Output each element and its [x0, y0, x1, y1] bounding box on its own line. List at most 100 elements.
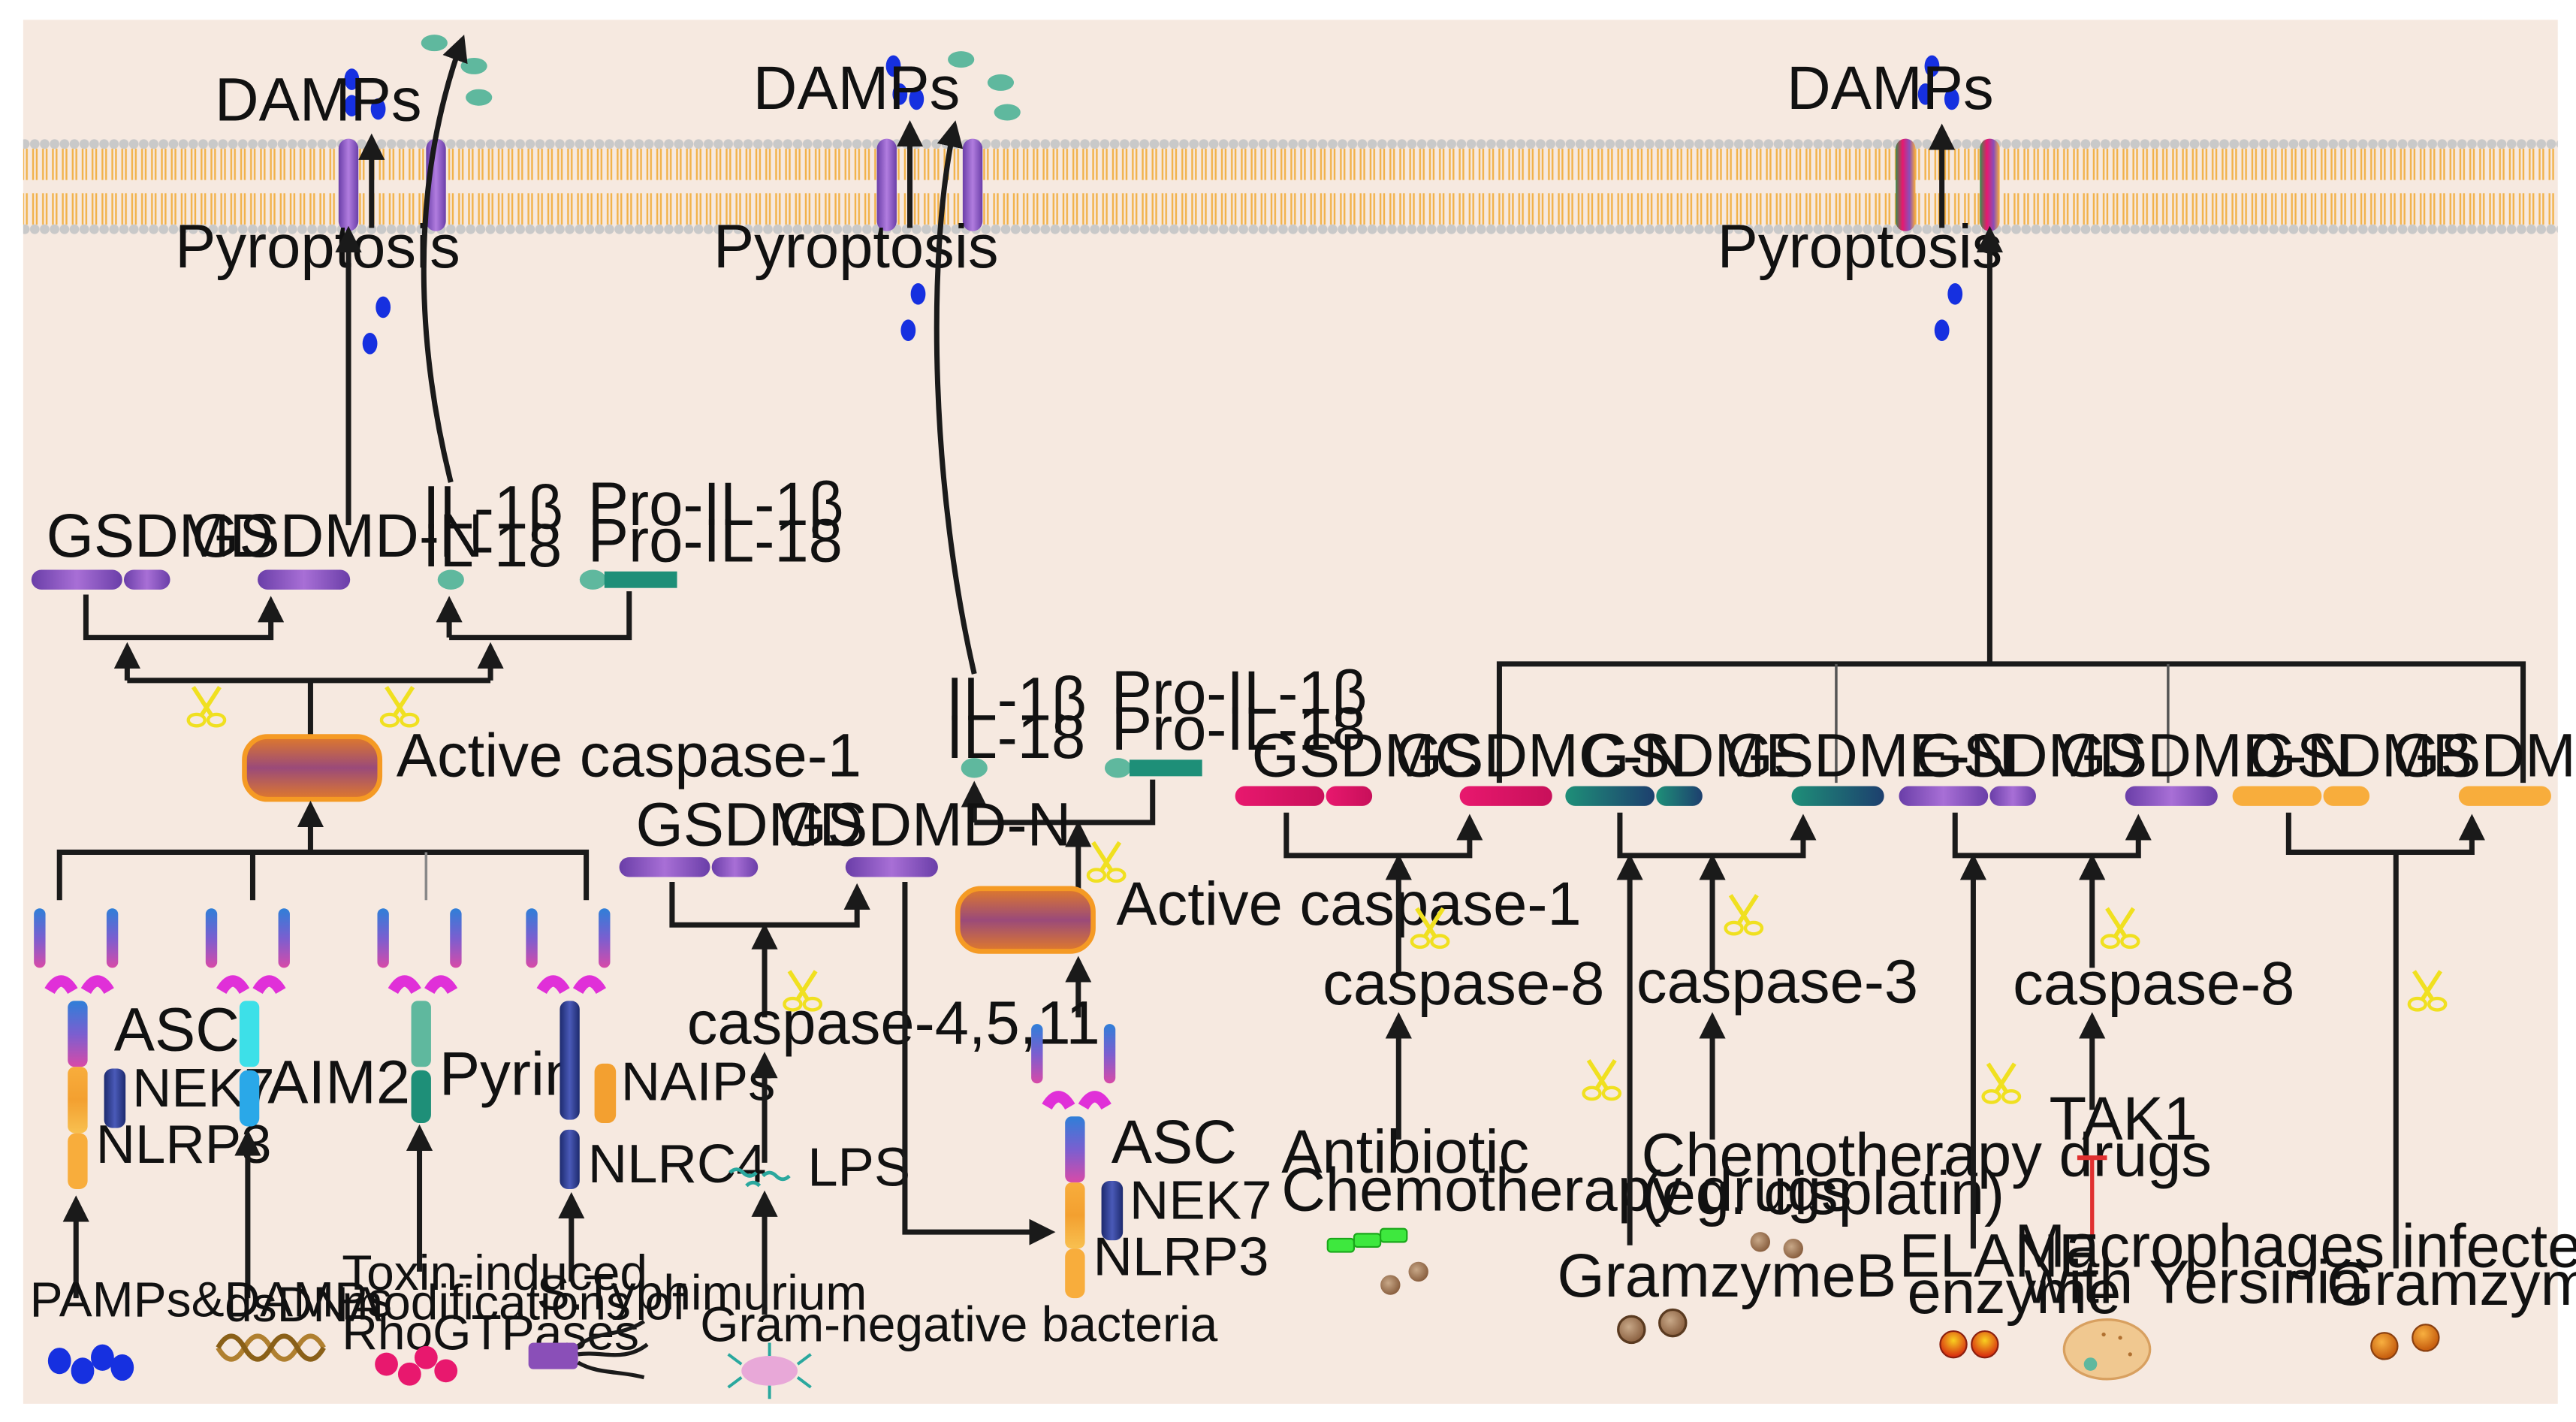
gsdmd-label: GSDMD	[1915, 721, 2143, 789]
gsdmd-n-fragment	[845, 857, 938, 877]
gsdmd-n-fragment	[2125, 786, 2218, 806]
pro-il18-label: Pro-IL-18	[588, 507, 843, 575]
granzymeb-label: GramzymeB	[1557, 1242, 1896, 1310]
granzymeb-granule	[1617, 1315, 1646, 1345]
styphimurium-label: S.Typhimurium	[537, 1264, 867, 1320]
infected-macrophage	[2062, 1318, 2152, 1381]
pamps-damps-dots	[47, 1344, 134, 1384]
caspase-3-label: caspase-3	[1636, 948, 1918, 1016]
nek7-protein	[104, 1068, 126, 1128]
asc-label: ASC	[114, 995, 240, 1064]
antibiotic-label-line1: Antibiotic	[1281, 1118, 1529, 1186]
antibiotic-pills	[1326, 1227, 1408, 1253]
lps-label: LPS	[807, 1137, 910, 1198]
macrophages-label-line1: Macrophages infected	[2014, 1212, 2576, 1280]
pyroptosis-label: Pyroptosis	[713, 213, 999, 281]
pro-il1b-label: Pro-IL-1β	[588, 470, 844, 539]
elane-granule	[1939, 1330, 1968, 1359]
gsdmb-full-protein	[2232, 786, 2322, 806]
damps-label: DAMPs	[1787, 54, 1994, 122]
gsdmd-n-label: GSDMD-N	[2059, 721, 2351, 789]
gsdmc-full-protein	[1235, 786, 1325, 806]
pro-il-protein	[1129, 759, 1202, 777]
chemotherapy-label-line1: Chemotherapy drugs	[1642, 1121, 2212, 1189]
gsdmd-pores-middle	[876, 138, 983, 231]
gsdme-full-protein	[1565, 786, 1655, 806]
right-panel: DAMPs Pyroptosis GSDMC GSDMC-N GSDME GSD…	[1235, 54, 2576, 1381]
il1b-cytokine	[437, 569, 464, 590]
gsdme-n-fragment	[1791, 786, 1884, 806]
active-caspase-1	[242, 734, 383, 802]
gsdmd-full-protein	[1899, 786, 1989, 806]
gsdmc-n-label: GSDMC-N	[1395, 721, 1688, 789]
pyrin-label: Pyrin	[439, 1040, 578, 1109]
toxin-label-line2: modifications of	[342, 1275, 686, 1330]
chemotherapy-label-line2: (eg. cisplatin)	[1642, 1159, 2005, 1227]
toxin-label-line1: Toxin-induced	[342, 1245, 647, 1300]
gram-negative-label: Gram-negative bacteria	[700, 1296, 1217, 1351]
nlrc4-inflammasome	[526, 908, 617, 1189]
nek7-label: NEK7	[1130, 1170, 1272, 1231]
caspase-4-5-11-label: caspase-4,5,11	[687, 989, 1100, 1058]
middle-panel: DAMPs Pyroptosis IL-1β IL-18 Pro-IL-1β P…	[619, 54, 1582, 1399]
diagram-background	[23, 20, 2558, 1404]
left-panel: DAMPs Pyroptosis GSDMD GSDMD-N IL-1β IL-…	[30, 35, 867, 1386]
gsdmd-full-protein	[619, 857, 710, 877]
active-caspase-1	[955, 886, 1096, 954]
pyroptosis-label: Pyroptosis	[175, 213, 460, 281]
lps-molecules	[728, 1167, 791, 1188]
gsdmb-label: GSDMB	[2249, 721, 2473, 789]
pro-il-protein	[604, 571, 677, 588]
caspase-8-label: caspase-8	[2013, 950, 2294, 1018]
gsdmc-label: GSDMC	[1252, 721, 1480, 789]
macrophages-label-line2: with Yersinia	[2024, 1248, 2365, 1317]
gsdmd-full-protein	[31, 569, 122, 590]
tak1-label: TAK1	[2050, 1085, 2197, 1153]
nlrp3-inflammasome	[34, 908, 126, 1189]
salmonella-bacterium	[528, 1319, 649, 1380]
gsdmc-n-fragment	[1459, 786, 1552, 806]
naips-label: NAIPs	[621, 1051, 776, 1112]
antibiotic-label-line2: Chemotherapy drugs	[1281, 1156, 1851, 1224]
il1b-label: IL-1β	[946, 666, 1087, 734]
gsdmd-label: GSDMD	[47, 502, 274, 570]
gsdmb-n-fragment	[2458, 786, 2551, 806]
dsdna-helix	[216, 1333, 326, 1362]
nlrp3-inflammasome	[1031, 1024, 1124, 1299]
pro-il18-label: Pro-IL-18	[1112, 695, 1366, 763]
pyrin-inflammasome	[377, 908, 462, 1124]
gsdmd-n-fragment	[258, 569, 351, 590]
pyroptosis-label: Pyroptosis	[1718, 213, 2003, 281]
pro-il1b-label: Pro-IL-1β	[1112, 659, 1368, 727]
il18-label: IL-18	[423, 512, 562, 580]
granzymea-granule	[2370, 1332, 2399, 1360]
rhogtpase-dots	[375, 1345, 458, 1386]
dsdna-label: dsDNA	[225, 1276, 382, 1332]
aim2-label: AIM2	[267, 1049, 410, 1117]
gsdmd-n-label: GSDMD-N	[780, 791, 1072, 859]
damps-label: DAMPs	[215, 65, 422, 134]
nlrc4-label: NLRC4	[588, 1134, 767, 1194]
gsdme-label: GSDME	[1582, 721, 1805, 789]
gsdmd-n-label: GSDMD-N	[192, 502, 484, 570]
pamps-damps-label: PAMPs&DAMPs	[30, 1271, 392, 1327]
gsdmb-n-label: GSDMB-N	[2393, 721, 2576, 789]
gram-negative-bacterium	[727, 1342, 812, 1399]
asc-label: ASC	[1112, 1108, 1237, 1176]
aim2-inflammasome	[205, 908, 290, 1127]
nek7-protein	[1101, 1181, 1124, 1241]
granzymea-label: GramzymeA	[2327, 1250, 2576, 1318]
damps-label: DAMPs	[753, 54, 961, 122]
nlrp3-label: NLRP3	[1093, 1226, 1269, 1287]
il1b-label: IL-1β	[423, 474, 563, 542]
active-caspase-1-label: Active caspase-1	[1116, 870, 1581, 938]
il1b-cytokine	[961, 758, 988, 778]
active-caspase-1-label: Active caspase-1	[397, 721, 861, 789]
naips-protein	[594, 1063, 617, 1124]
gasdermin-pores-right	[1896, 138, 2000, 231]
elane-label-line2: enzyme	[1907, 1258, 2121, 1327]
gsdmd-label: GSDMD	[636, 791, 864, 859]
elane-label-line1: ELANE	[1899, 1222, 2099, 1291]
gsdme-n-label: GSDME-N	[1726, 721, 2014, 789]
